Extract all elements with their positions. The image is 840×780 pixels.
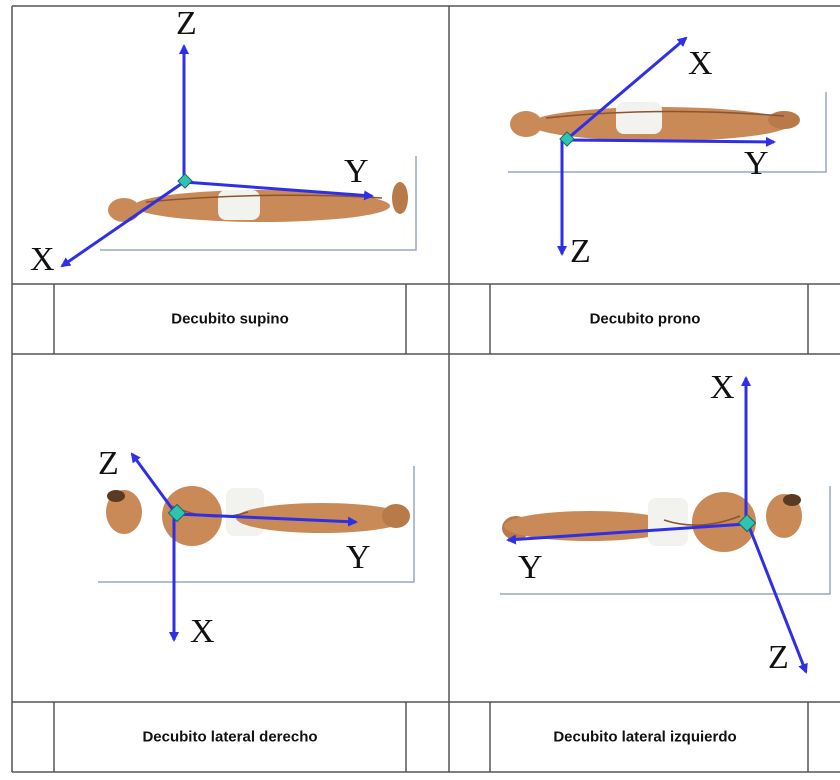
- z-axis-label: Z: [98, 445, 119, 482]
- caption-row-lateral-izquierdo: Decubito lateral izquierdo: [450, 702, 840, 772]
- caption-decubito-lateral-izquierdo: Decubito lateral izquierdo: [450, 729, 840, 746]
- x-axis-label: X: [688, 45, 713, 82]
- x-axis-label: X: [190, 613, 215, 650]
- y-axis-label: Y: [344, 153, 369, 190]
- y-axis-label: Y: [346, 539, 371, 576]
- panel-decubito-lateral-derecho: Z Y X: [12, 356, 448, 700]
- caption-row-lateral-derecho: Decubito lateral derecho: [12, 702, 448, 772]
- caption-row-supino: Decubito supino: [12, 284, 448, 354]
- x-axis-arrow: [62, 182, 184, 266]
- y-axis-label: Y: [744, 145, 769, 182]
- x-axis-label: X: [710, 369, 735, 406]
- panel-decubito-lateral-izquierdo: X Y Z: [450, 356, 840, 700]
- z-axis-label: Z: [570, 233, 591, 270]
- z-axis-label: Z: [176, 6, 197, 42]
- caption-decubito-prono: Decubito prono: [450, 311, 840, 328]
- diagram-prono: X Y Z: [450, 6, 840, 284]
- panel-decubito-prono: X Y Z: [450, 6, 840, 284]
- human-figure-right-lateral: [106, 486, 410, 546]
- z-axis-label: Z: [768, 639, 789, 676]
- diagram-supino: Z Y X: [12, 6, 448, 284]
- panel-decubito-supino: Z Y X: [12, 6, 448, 284]
- diagram-lateral-izquierdo: X Y Z: [450, 356, 840, 700]
- y-axis-label: Y: [518, 549, 543, 586]
- x-axis-label: X: [30, 241, 55, 278]
- diagram-lateral-derecho: Z Y X: [12, 356, 448, 700]
- human-figure-prone: [510, 102, 800, 141]
- caption-decubito-supino: Decubito supino: [12, 311, 448, 328]
- caption-row-prono: Decubito prono: [450, 284, 840, 354]
- caption-decubito-lateral-derecho: Decubito lateral derecho: [12, 729, 448, 746]
- y-axis-arrow: [566, 140, 774, 142]
